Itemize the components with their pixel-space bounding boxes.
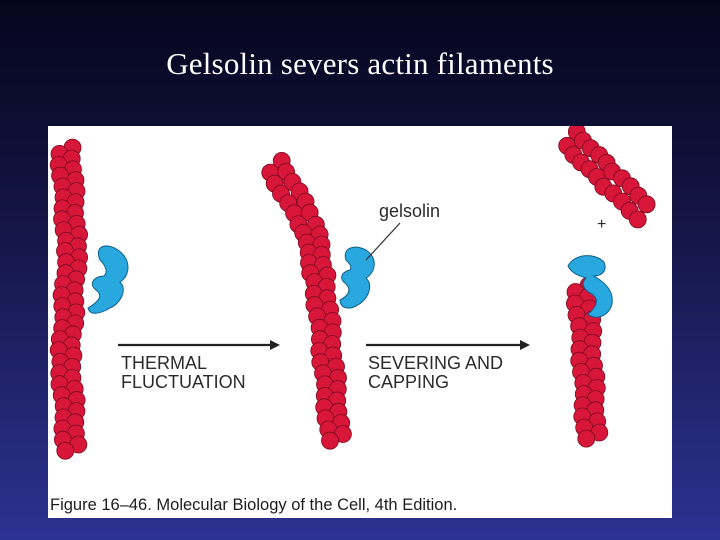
actin-filament-severed-lower — [566, 276, 609, 448]
severing-capping-label: SEVERING AND CAPPING — [368, 354, 503, 392]
arrow-thermal-fluctuation — [118, 340, 280, 350]
plus-end-label: + — [597, 216, 607, 233]
actin-filament-intact — [49, 138, 89, 460]
actin-filament-bent — [261, 152, 352, 450]
arrow-severing-capping — [366, 340, 530, 350]
thermal-fluctuation-line-2: FLUCTUATION — [121, 372, 246, 392]
actin-subunit — [628, 210, 647, 229]
gelsolin-protein-1 — [87, 245, 129, 314]
figure-panel: THERMAL FLUCTUATION SEVERING AND CAPPING… — [48, 126, 672, 518]
severing-capping-line-2: CAPPING — [368, 372, 450, 392]
thermal-fluctuation-label: THERMAL FLUCTUATION — [121, 354, 246, 392]
gelsolin-protein-3 — [567, 255, 613, 318]
gelsolin-label: gelsolin — [379, 201, 441, 221]
actin-subunit — [637, 195, 656, 214]
actin-filaments — [49, 126, 656, 460]
gelsolin-pointer-line — [365, 222, 401, 261]
figure-caption: Figure 16–46. Molecular Biology of the C… — [50, 496, 458, 514]
actin-filament-severed-upper — [558, 126, 656, 229]
figure-drawing — [49, 126, 656, 460]
actin-subunit — [56, 441, 75, 460]
severing-capping-line-1: SEVERING AND — [368, 353, 504, 373]
gelsolin-protein-2 — [339, 246, 375, 309]
gelsolin-proteins — [87, 245, 613, 318]
slide-title: Gelsolin severs actin filaments — [166, 46, 554, 81]
actin-subunit — [577, 429, 596, 448]
actin-subunit — [321, 431, 339, 450]
thermal-fluctuation-line-1: THERMAL — [121, 353, 208, 373]
